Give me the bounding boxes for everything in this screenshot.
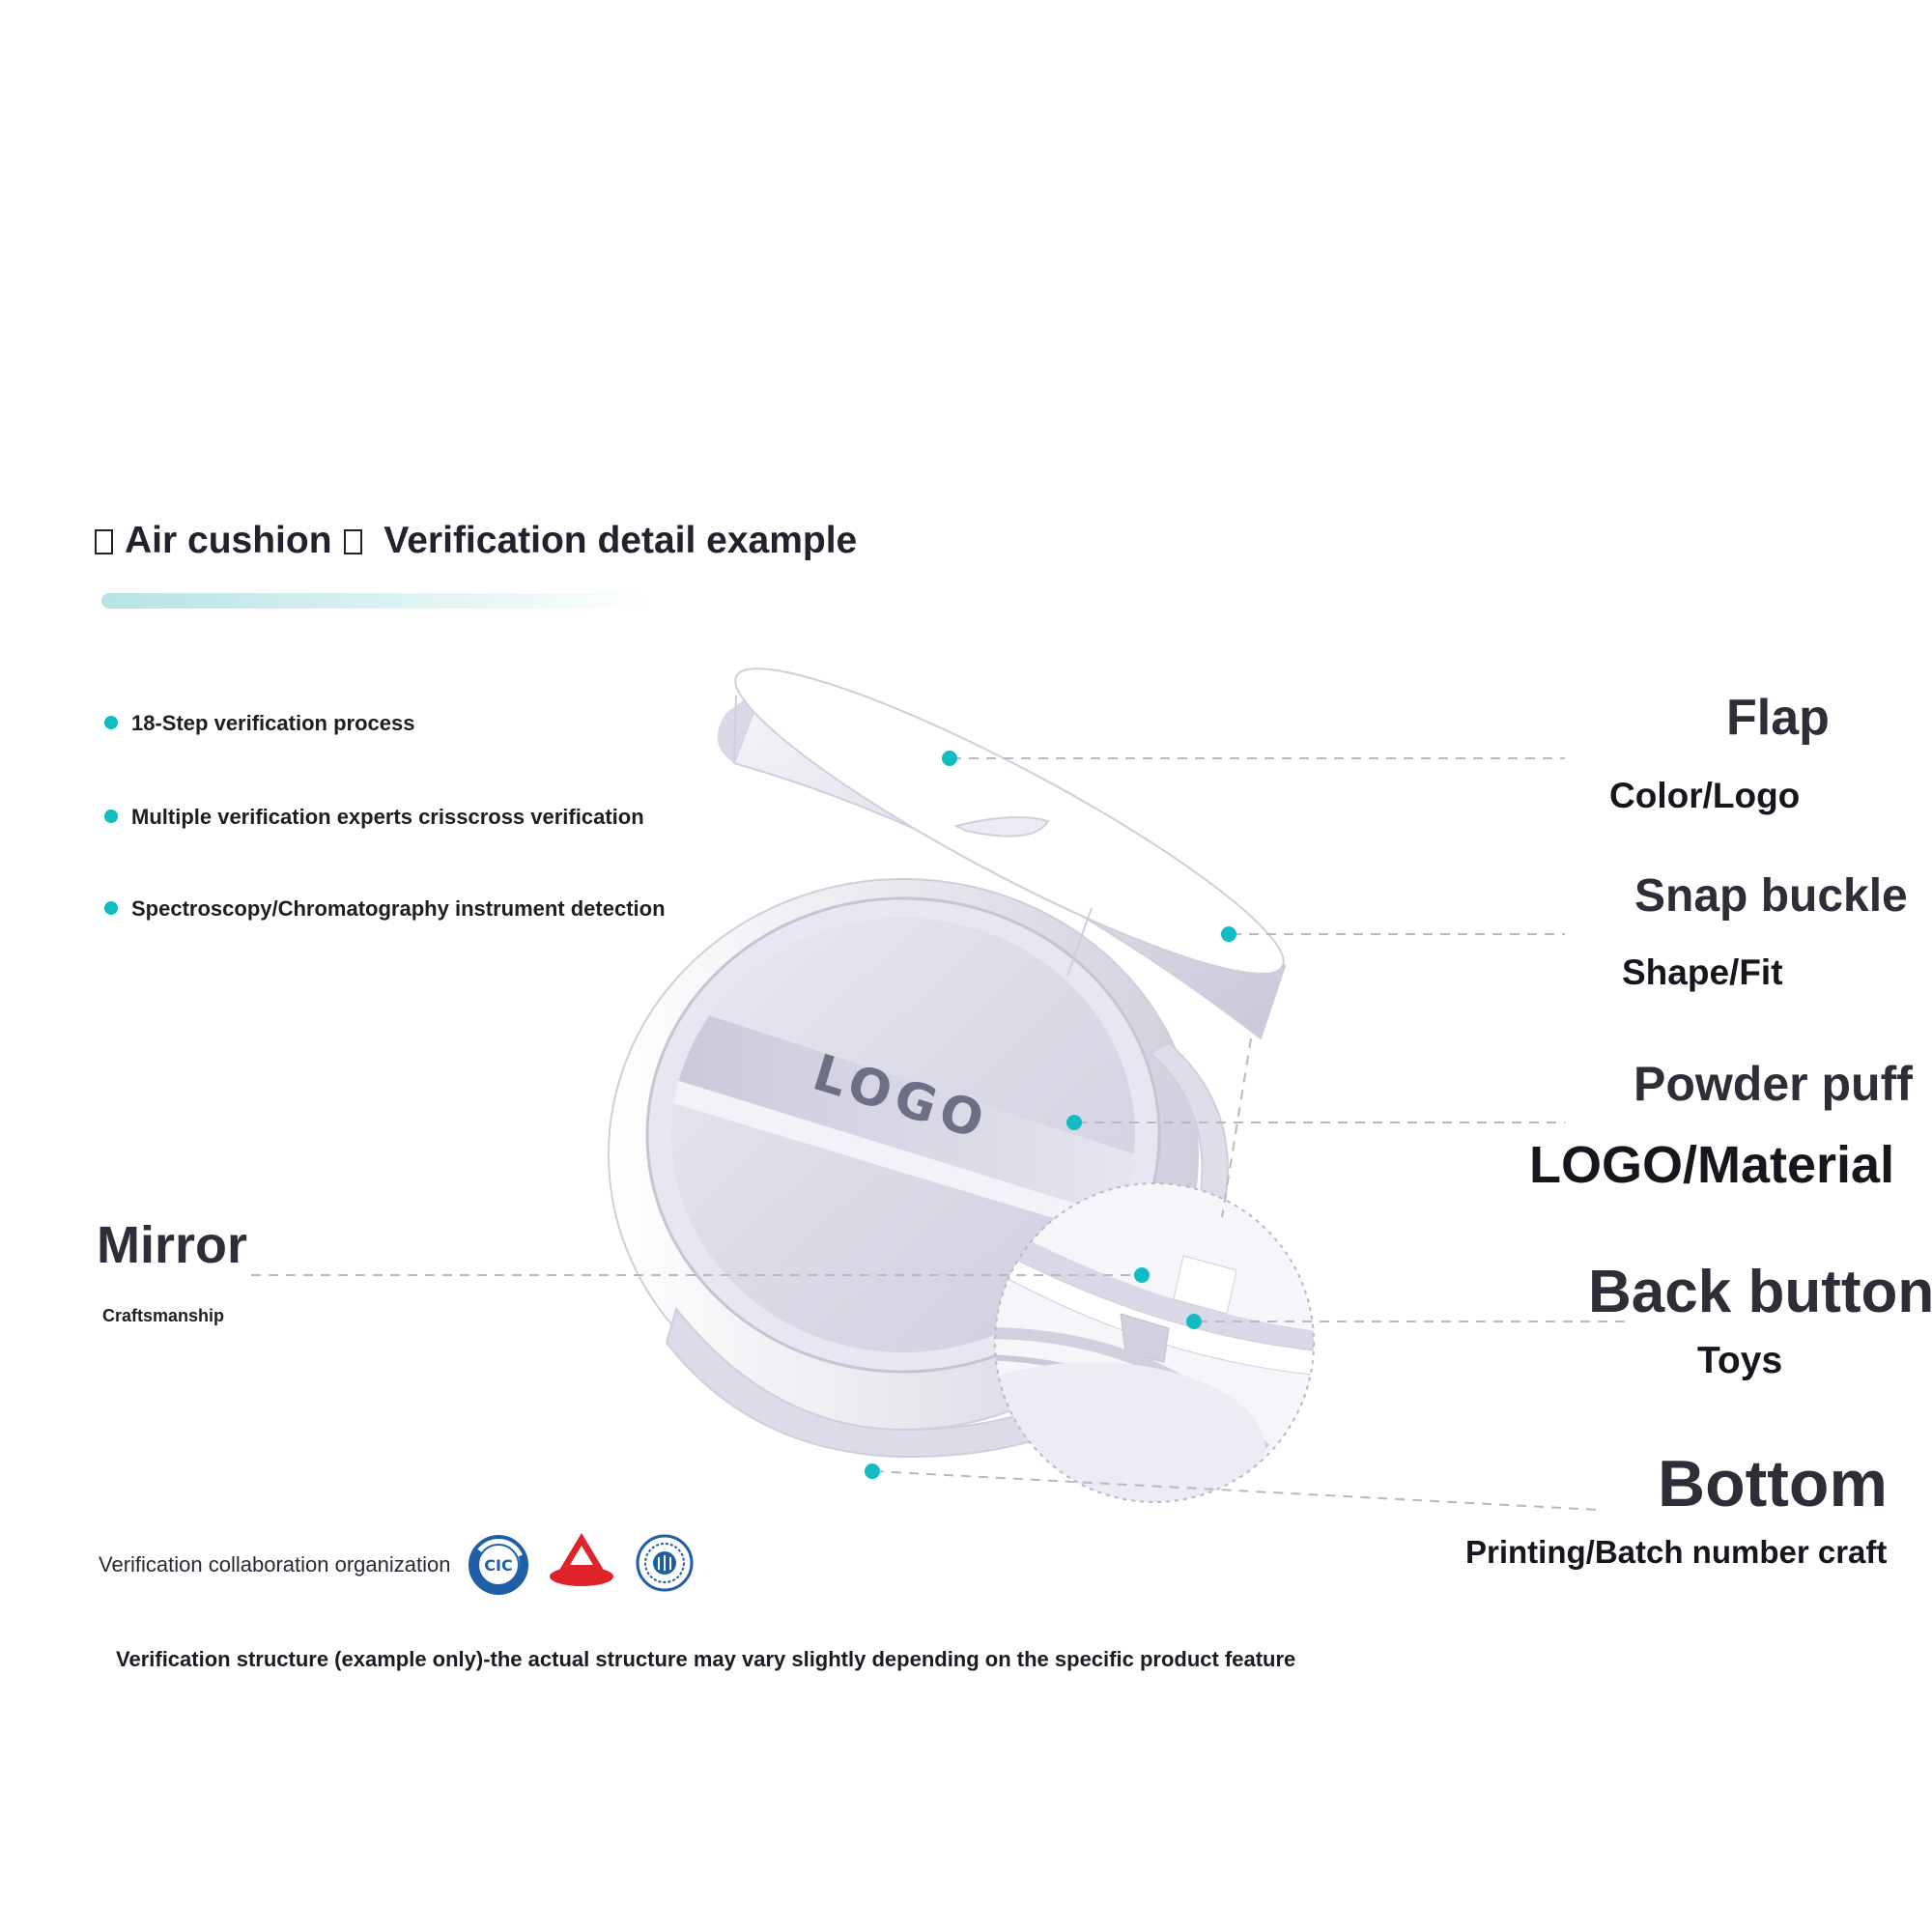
title-bracket-icon (95, 529, 113, 554)
feature-item-2: Multiple verification experts crisscross… (104, 805, 644, 830)
back-button-sub-label: Toys (1697, 1340, 1783, 1381)
back-button-detail-zoom (994, 1182, 1315, 1503)
university-seal-logo-icon (636, 1534, 694, 1592)
marker-dot-mirror (1134, 1267, 1150, 1283)
compact-flap (717, 668, 1287, 1219)
marker-dot-powder-puff (1066, 1115, 1082, 1130)
powder-puff-label: Powder puff (1634, 1057, 1913, 1111)
title-part-2: Verification detail example (384, 520, 858, 561)
title-part-1: Air cushion (125, 520, 332, 561)
feature-item-1: 18-Step verification process (104, 711, 414, 736)
marker-dot-snap-buckle (1221, 926, 1236, 942)
snap-buckle-label: Snap buckle (1634, 870, 1908, 922)
feature-item-3: Spectroscopy/Chromatography instrument d… (104, 896, 666, 922)
bullet-dot-icon (104, 901, 118, 915)
svg-text:CIC: CIC (484, 1556, 512, 1575)
disclaimer-note: Verification structure (example only)-th… (116, 1647, 1296, 1671)
red-triangle-logo-icon (550, 1533, 613, 1586)
flap-label: Flap (1726, 690, 1830, 746)
marker-dots (865, 751, 1236, 1479)
powder-puff-sub-label: LOGO/Material (1529, 1136, 1895, 1194)
mirror-label: Mirror (97, 1216, 248, 1274)
leader-line-flap-edge (1221, 1037, 1252, 1218)
mirror-sub-label: Craftsmanship (102, 1306, 225, 1325)
flap-sub-label: Color/Logo (1609, 776, 1801, 815)
marker-dot-back-button (1186, 1314, 1202, 1329)
title-separator-icon (343, 529, 362, 554)
leader-lines (251, 757, 1633, 1511)
bullet-dot-icon (104, 716, 118, 729)
page-title: Air cushion Verification detail example (95, 520, 857, 562)
marker-dot-bottom (865, 1463, 880, 1479)
back-button-label: Back button (1588, 1259, 1932, 1325)
bullet-dot-icon (104, 810, 118, 823)
cic-logo-icon: CIC (469, 1535, 528, 1595)
title-underline (101, 593, 652, 609)
bottom-sub-label: Printing/Batch number craft (1465, 1534, 1888, 1570)
marker-dot-flap (942, 751, 957, 766)
organization-label: Verification collaboration organization (99, 1552, 451, 1577)
snap-buckle-sub-label: Shape/Fit (1622, 952, 1783, 992)
bottom-label: Bottom (1658, 1447, 1888, 1520)
